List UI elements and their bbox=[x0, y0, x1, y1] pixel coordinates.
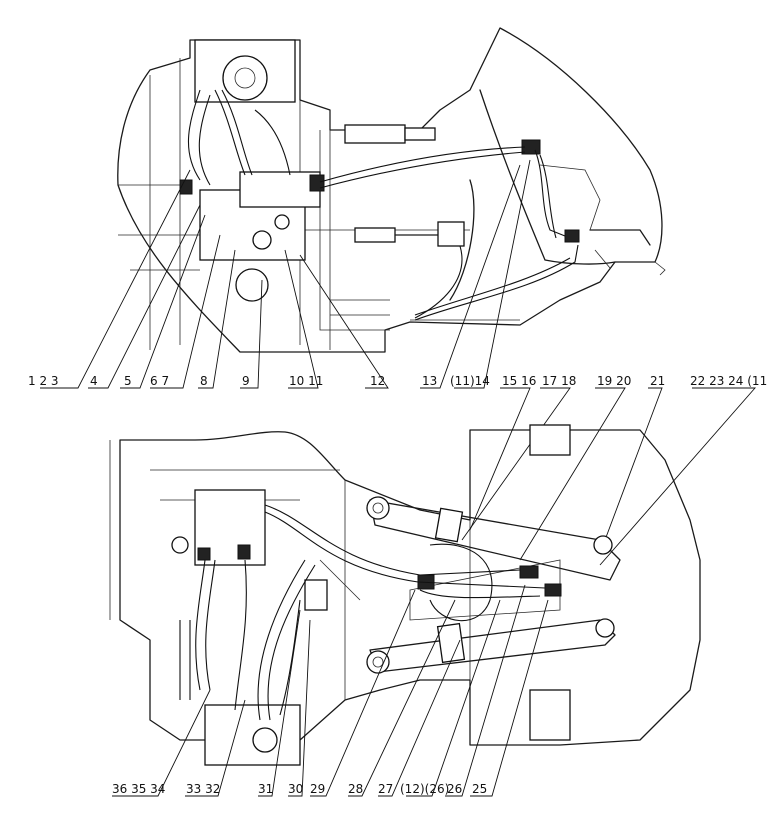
top-pump-flange bbox=[222, 55, 268, 101]
callout-22-23-24-11: 22 23 24 (11) bbox=[690, 374, 768, 388]
top-cylinder-1 bbox=[344, 124, 406, 144]
bottom-cylinder-upper bbox=[434, 507, 464, 543]
callout-6-7: 6 7 bbox=[150, 374, 169, 388]
top-hose-7 bbox=[414, 245, 463, 319]
bottom-lower-arm bbox=[369, 619, 616, 673]
callout-9: 9 bbox=[242, 374, 250, 388]
bottom-right-bracket-top bbox=[529, 424, 571, 456]
bottom-bracket-mid bbox=[304, 579, 328, 611]
top-right-arm-detail bbox=[539, 164, 666, 276]
bottom-pivot-right-2 bbox=[595, 618, 615, 638]
bottom-pivot-lower bbox=[366, 650, 390, 674]
top-valve-port-2 bbox=[274, 214, 290, 230]
top-right-arm bbox=[449, 89, 651, 301]
bottom-frame-inner bbox=[109, 440, 471, 700]
callout-28: 28 bbox=[348, 782, 363, 796]
bottom-hose-5 bbox=[205, 559, 216, 691]
bottom-hose-8 bbox=[267, 564, 316, 721]
bottom-pivot-upper-in bbox=[372, 502, 384, 514]
top-fitting-1 bbox=[309, 174, 325, 192]
top-valve-upper bbox=[239, 171, 321, 208]
top-hose-5 bbox=[414, 244, 579, 321]
bottom-upper-arm bbox=[369, 499, 621, 581]
top-callouts: 1 2 3 4 5 6 7 8 9 10 11 12 13 (11)14 15 … bbox=[28, 374, 768, 388]
top-fitting-2 bbox=[179, 179, 193, 195]
bottom-hose-2 bbox=[264, 511, 546, 589]
callout-25: 25 bbox=[472, 782, 487, 796]
top-hose-2 bbox=[319, 151, 526, 189]
bottom-cylinder-lower bbox=[436, 622, 466, 664]
bottom-pivot-lower-in bbox=[372, 656, 384, 668]
bottom-hose-6 bbox=[234, 559, 247, 711]
bottom-callouts: 36 35 34 33 32 31 30 29 28 27 (12)(26) 2… bbox=[112, 782, 487, 796]
callout-12: 12 bbox=[370, 374, 385, 388]
bottom-valve-lower bbox=[204, 704, 301, 766]
bottom-hose-9 bbox=[279, 599, 301, 716]
bottom-left-port bbox=[171, 536, 189, 554]
bottom-hose-7 bbox=[257, 559, 306, 721]
bottom-right-bracket-bot bbox=[529, 689, 571, 741]
callout-19-20: 19 20 bbox=[597, 374, 631, 388]
top-hose-8 bbox=[187, 89, 211, 186]
callout-15-16: 15 16 bbox=[502, 374, 536, 388]
top-view bbox=[117, 27, 666, 353]
top-valve-port-1 bbox=[252, 230, 272, 250]
bottom-lower-port bbox=[252, 727, 278, 753]
callout-12-26: (12)(26) bbox=[400, 782, 449, 796]
bottom-hose-3 bbox=[419, 589, 541, 599]
callout-31: 31 bbox=[258, 782, 273, 796]
top-hose-1 bbox=[319, 146, 526, 183]
callout-26: 26 bbox=[447, 782, 462, 796]
callout-27: 27 bbox=[378, 782, 393, 796]
callout-33-32: 33 32 bbox=[186, 782, 220, 796]
callout-36-35-34: 36 35 34 bbox=[112, 782, 165, 796]
bottom-leader-lines bbox=[112, 584, 549, 797]
top-lower-flange bbox=[235, 268, 269, 302]
callout-17-18: 17 18 bbox=[542, 374, 576, 388]
bottom-hose-10 bbox=[179, 620, 191, 700]
bottom-hose-1 bbox=[264, 504, 521, 576]
top-hose-3 bbox=[534, 149, 566, 237]
top-fitting-4 bbox=[564, 229, 580, 243]
callout-8: 8 bbox=[200, 374, 208, 388]
bottom-pivot-upper bbox=[366, 496, 390, 520]
top-cylinder-rod-1 bbox=[404, 127, 436, 141]
top-cylinder-2 bbox=[354, 227, 396, 243]
top-hose-4 bbox=[539, 154, 557, 239]
top-hose-10 bbox=[254, 109, 291, 176]
bottom-frame-outline bbox=[119, 429, 701, 746]
callout-10-11: 10 11 bbox=[289, 374, 323, 388]
bottom-hose-4 bbox=[195, 559, 206, 691]
bottom-fitting-4 bbox=[544, 583, 562, 597]
bottom-fitting-1 bbox=[237, 544, 251, 560]
callout-4: 4 bbox=[90, 374, 98, 388]
top-leader-lines bbox=[40, 159, 756, 566]
callout-11-14: (11)14 bbox=[450, 374, 490, 388]
callout-29: 29 bbox=[310, 782, 325, 796]
top-pump-hub bbox=[234, 67, 256, 89]
callout-1-2-3: 1 2 3 bbox=[28, 374, 59, 388]
callout-21: 21 bbox=[650, 374, 665, 388]
top-hose-6 bbox=[414, 257, 571, 316]
bottom-fitting-3 bbox=[519, 565, 539, 579]
top-hose-9 bbox=[214, 89, 253, 176]
bottom-fitting-2 bbox=[197, 547, 211, 561]
callout-13: 13 bbox=[422, 374, 437, 388]
callout-30: 30 bbox=[288, 782, 303, 796]
bottom-pivot-right-1 bbox=[593, 535, 613, 555]
top-fitting-right bbox=[437, 221, 465, 247]
top-frame-outline bbox=[117, 27, 663, 353]
callout-5: 5 bbox=[124, 374, 132, 388]
